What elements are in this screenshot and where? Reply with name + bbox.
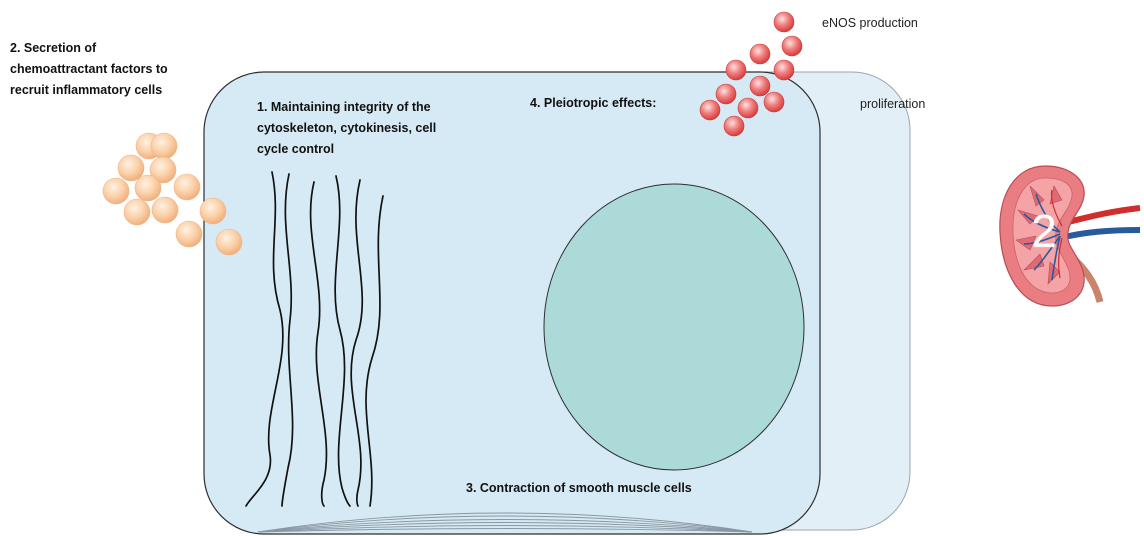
label-proliferation: proliferation bbox=[860, 97, 925, 111]
nucleus bbox=[544, 184, 804, 470]
kidney-icon: 2 bbox=[1000, 166, 1140, 306]
label-enos: eNOS production bbox=[822, 16, 918, 30]
label-contraction: 3. Contraction of smooth muscle cells bbox=[466, 481, 692, 495]
label-secretion: 2. Secretion of chemoattractant factors … bbox=[10, 41, 171, 97]
kidney-badge-number: 2 bbox=[1031, 205, 1057, 257]
label-pleiotropic: 4. Pleiotropic effects: bbox=[530, 96, 656, 110]
